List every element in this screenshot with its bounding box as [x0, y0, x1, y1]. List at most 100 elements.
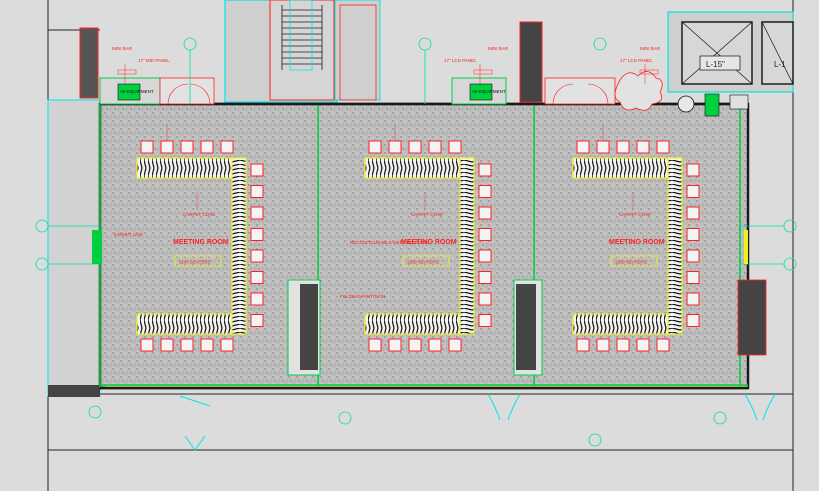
- room-carpet-note: CARPET COVE: [183, 212, 215, 217]
- lift-label-1: L-15": [706, 60, 725, 69]
- chair: [448, 140, 462, 154]
- chair: [686, 314, 700, 327]
- av-equipment-label-1: AV EQUIPMENT: [120, 89, 154, 94]
- chair: [250, 163, 264, 177]
- chair: [616, 338, 630, 352]
- bottom-doors: [179, 393, 776, 451]
- meeting-room-1: MEETING ROOM 1100 SEATERS CARPET COVE: [136, 124, 264, 352]
- chair: [250, 228, 264, 241]
- room-tag-box: [610, 255, 658, 267]
- room-name: MEETING ROOM: [609, 239, 665, 246]
- chair: [140, 140, 154, 154]
- chair: [388, 140, 402, 154]
- room-carpet-note: CARPET COVE: [619, 212, 651, 217]
- meeting-room-2: MEETING ROOM 1100 SEATERS CARPET COVE: [364, 124, 492, 352]
- chair: [478, 228, 492, 241]
- chair: [160, 140, 174, 154]
- chair: [686, 206, 700, 220]
- main-floor: [98, 102, 750, 390]
- table-bottom: [364, 313, 474, 335]
- chair: [368, 338, 382, 352]
- chair: [250, 249, 264, 263]
- chair: [686, 185, 700, 198]
- chair: [656, 140, 670, 154]
- grid-markers: [35, 37, 797, 447]
- panel-label-3: 17" LCD PANEL: [620, 58, 653, 63]
- chair: [448, 338, 462, 352]
- chair: [220, 140, 234, 154]
- chair: [428, 140, 442, 154]
- room-carpet-note: CARPET COVE: [411, 212, 443, 217]
- chair: [408, 140, 422, 154]
- chair: [250, 185, 264, 198]
- chair: [478, 206, 492, 220]
- chair: [160, 338, 174, 352]
- left-column: [47, 27, 101, 397]
- chair: [686, 292, 700, 306]
- table-side: [231, 157, 247, 335]
- table-side: [667, 157, 683, 335]
- chair: [596, 338, 610, 352]
- table-bottom: [136, 313, 246, 335]
- top-core: [224, 0, 381, 103]
- room-tag: 1100 SEATERS: [615, 260, 647, 265]
- room-tag: 1100 SEATERS: [179, 260, 211, 265]
- table-top: [572, 157, 682, 179]
- chair: [636, 338, 650, 352]
- mini-bar-label-1: MINI BAR: [112, 46, 133, 51]
- chair: [478, 271, 492, 284]
- top-annotations: MINI BAR 17" MID PANEL MINI BAR 17" LCD …: [112, 46, 661, 84]
- chair: [368, 140, 382, 154]
- exhibit-line-label: EXHIBIT LINE: [114, 232, 143, 237]
- chair: [686, 271, 700, 284]
- chair: [250, 271, 264, 284]
- room-name: MEETING ROOM: [401, 239, 457, 246]
- table-top: [136, 157, 246, 179]
- mini-bar-label-3: MINI BAR: [640, 46, 661, 51]
- room-tag: 1100 SEATERS: [407, 260, 439, 265]
- misc-notes: RECONFIGURABLE MEETING ROOM FOLDING PART…: [114, 232, 429, 299]
- chair: [180, 338, 194, 352]
- chair: [478, 314, 492, 327]
- chair: [428, 338, 442, 352]
- chair: [200, 338, 214, 352]
- partition-note: FOLDING PARTITION: [340, 294, 385, 299]
- room-tag-box: [174, 255, 222, 267]
- chair: [636, 140, 650, 154]
- mini-bar-label-2: MINI BAR: [488, 46, 509, 51]
- chair: [576, 140, 590, 154]
- lift-lobby: L-15" L-1: [667, 11, 794, 93]
- lift-label-2: L-1: [774, 60, 786, 69]
- panel-label-1: 17" MID PANEL: [138, 58, 170, 63]
- chair: [686, 228, 700, 241]
- chair: [220, 338, 234, 352]
- chair: [250, 292, 264, 306]
- room-tag-box: [402, 255, 450, 267]
- chair: [408, 338, 422, 352]
- table-side: [459, 157, 475, 335]
- chair: [250, 314, 264, 327]
- chair: [478, 249, 492, 263]
- chair: [576, 338, 590, 352]
- meeting-room-3: MEETING ROOM 1100 SEATERS CARPET COVE: [572, 124, 700, 352]
- table-top: [364, 157, 474, 179]
- chair: [686, 249, 700, 263]
- chair: [478, 163, 492, 177]
- chair: [250, 206, 264, 220]
- panel-label-2: 17" LCD PANEL: [444, 58, 477, 63]
- service-columns: [92, 230, 767, 376]
- chair: [478, 185, 492, 198]
- chair: [616, 140, 630, 154]
- room-note-2: RECONFIGURABLE MEETING ROOM: [350, 240, 429, 245]
- upper-wall-features: AV EQUIPMENT AV EQUIPMENT: [99, 21, 749, 117]
- chair: [596, 140, 610, 154]
- room-name: MEETING ROOM: [173, 239, 229, 246]
- chair: [656, 338, 670, 352]
- av-equipment-label-2: AV EQUIPMENT: [472, 89, 506, 94]
- chair: [200, 140, 214, 154]
- chair: [686, 163, 700, 177]
- chair: [180, 140, 194, 154]
- table-bottom: [572, 313, 682, 335]
- chair: [478, 292, 492, 306]
